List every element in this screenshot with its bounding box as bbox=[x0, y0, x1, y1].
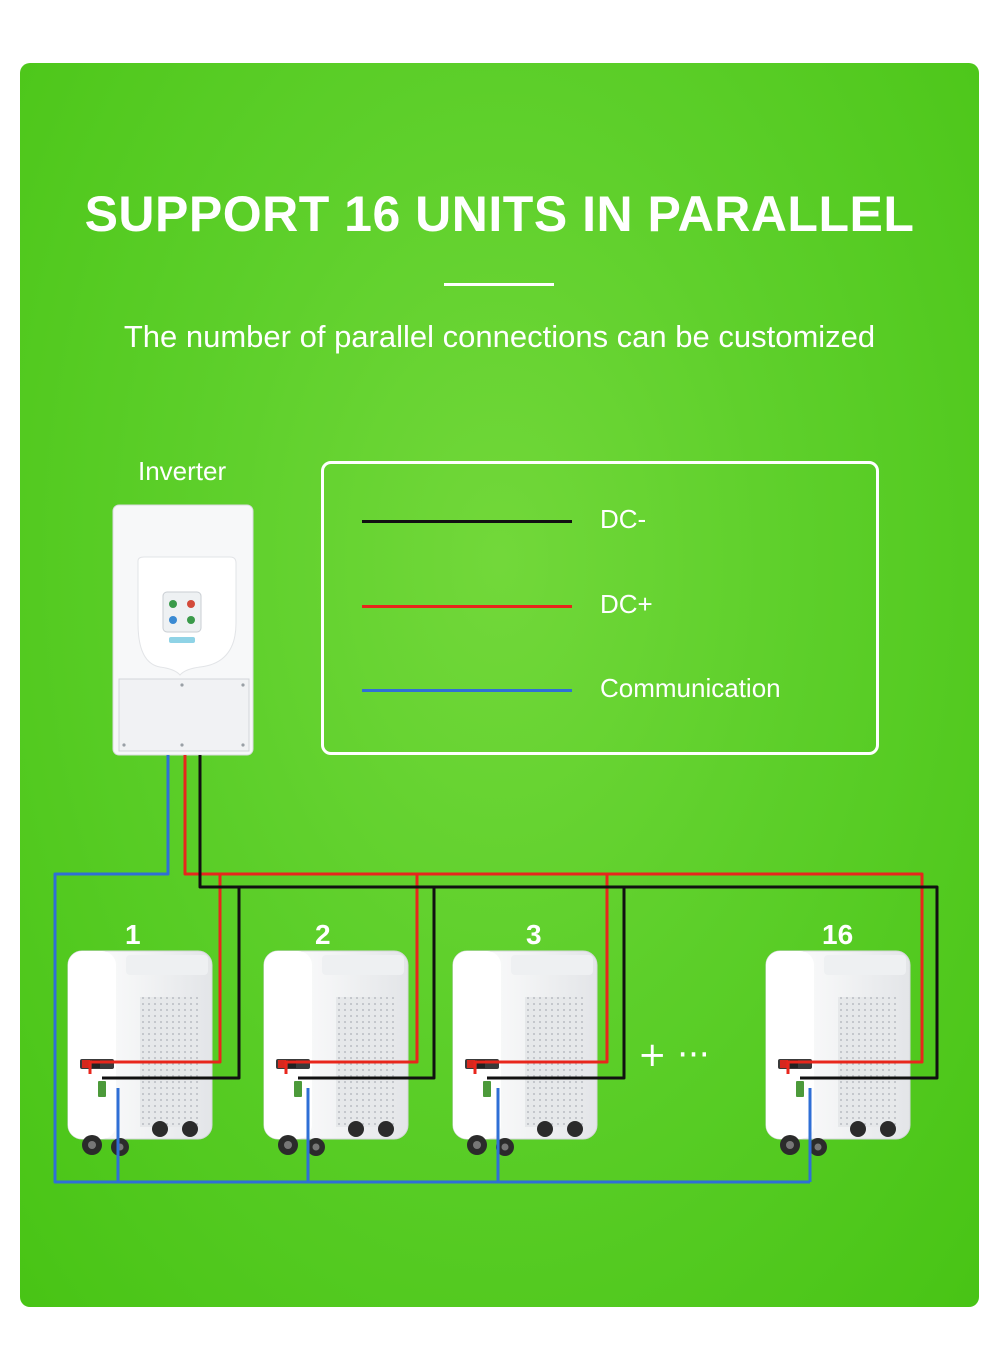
legend-line-communication bbox=[362, 689, 572, 692]
battery-label-1: 1 bbox=[125, 919, 141, 950]
battery-unit-3 bbox=[452, 950, 598, 1157]
battery-unit-1 bbox=[67, 950, 213, 1157]
inverter-label: Inverter bbox=[138, 456, 227, 486]
inverter-unit bbox=[112, 504, 254, 756]
legend-label-dc-minus: DC- bbox=[600, 504, 647, 534]
legend-line-dc-minus bbox=[362, 520, 572, 523]
battery-unit-16 bbox=[765, 950, 911, 1157]
legend-item-dc-plus: DC+ bbox=[362, 587, 842, 627]
dc-plus-wire bbox=[88, 755, 924, 1074]
battery-label-3: 3 bbox=[526, 919, 542, 950]
diagram-panel: SUPPORT 16 UNITS IN PARALLEL The number … bbox=[20, 63, 979, 1307]
legend-box: DC- DC+ Communication bbox=[321, 461, 879, 755]
page-title: SUPPORT 16 UNITS IN PARALLEL bbox=[84, 186, 915, 242]
legend-label-dc-plus: DC+ bbox=[600, 589, 653, 619]
battery-label-16: 16 bbox=[822, 919, 854, 950]
battery-unit-2 bbox=[263, 950, 409, 1157]
battery-label-2: 2 bbox=[315, 919, 331, 950]
dc-minus-wire bbox=[102, 755, 939, 1080]
wiring-diagram bbox=[53, 504, 939, 1184]
legend-label-communication: Communication bbox=[600, 673, 781, 703]
page-subtitle: The number of parallel connections can b… bbox=[123, 319, 876, 354]
legend-item-communication: Communication bbox=[362, 671, 842, 711]
communication-wire bbox=[53, 755, 812, 1184]
legend-line-dc-plus bbox=[362, 605, 572, 608]
continuation-marker: + ··· bbox=[638, 1035, 710, 1075]
title-divider bbox=[444, 283, 554, 286]
legend-item-dc-minus: DC- bbox=[362, 502, 842, 542]
